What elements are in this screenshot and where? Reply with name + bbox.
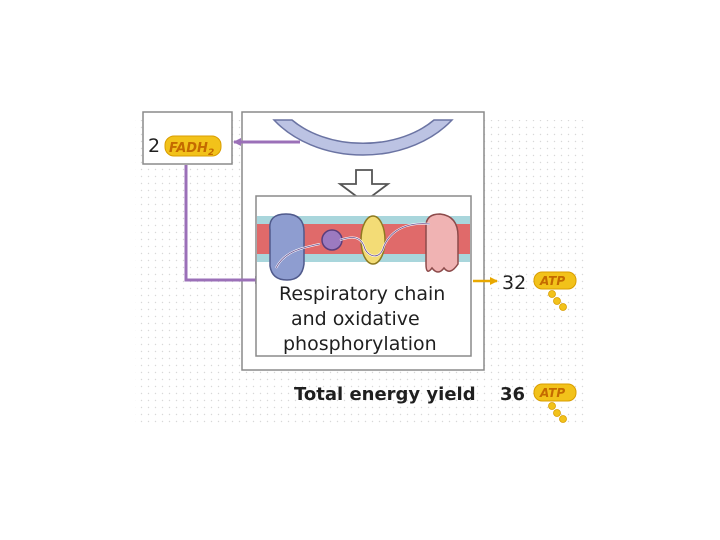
complex-iii [360, 215, 386, 265]
citric-acid-cycle-ring [272, 119, 454, 156]
ubiquinone [321, 229, 343, 251]
fadh2-badge: FADH2 [164, 135, 222, 158]
fadh2-count: 2 [148, 135, 160, 157]
down-arrow [337, 169, 391, 204]
atp-output-count: 32 [502, 272, 526, 294]
atp-total-label: ATP [539, 386, 565, 400]
electron-flow-path-outline [275, 223, 431, 269]
complex-i [269, 213, 305, 281]
fadh2-molecule: FADH [169, 141, 208, 156]
total-energy-count: 36 [500, 384, 525, 405]
atp-output-badge: ATP [533, 271, 577, 311]
atp-output-label: ATP [539, 274, 565, 288]
svg-text:FADH2: FADH2 [169, 141, 214, 158]
total-energy-label: Total energy yield [294, 384, 476, 405]
fadh2-subscript: 2 [208, 148, 214, 158]
process-label-line2: and oxidative [291, 308, 420, 330]
process-label-line1: Respiratory chain [279, 283, 445, 305]
complex-iv [425, 213, 459, 273]
atp-total-badge: ATP [533, 383, 577, 423]
process-label-line3: phosphorylation [283, 333, 437, 355]
fadh2-to-chain-arrow [184, 165, 263, 284]
